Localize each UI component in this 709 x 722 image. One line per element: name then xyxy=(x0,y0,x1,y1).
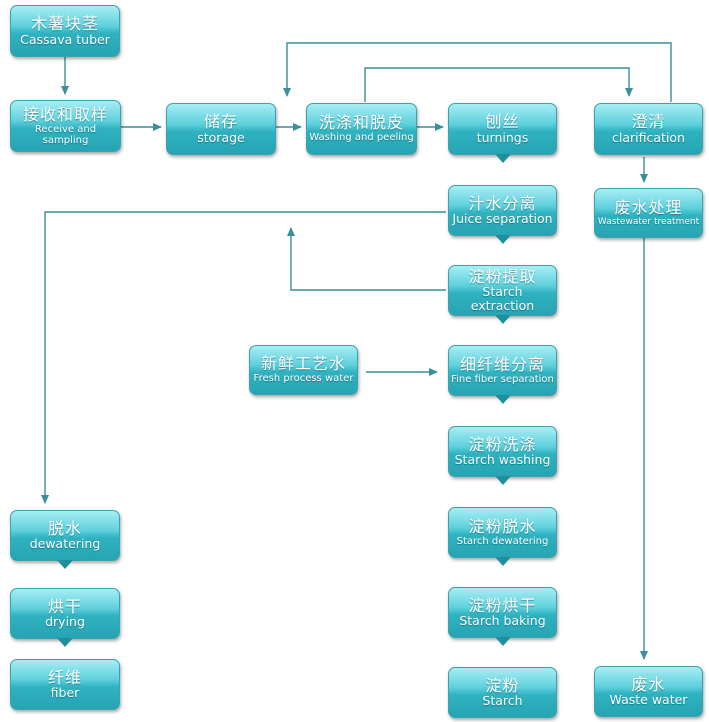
node-turnings: 刨丝 turnings xyxy=(448,103,557,163)
node-washing-and-peeling: 洗涤和脱皮 Washing and peeling xyxy=(306,103,417,155)
node-cassava-tuber: 木薯块茎 Cassava tuber xyxy=(10,5,120,57)
node-starch-baking: 淀粉烘干 Starch baking xyxy=(448,587,557,646)
node-label-zh: 接收和取样 xyxy=(22,104,108,124)
node-label-en: Fresh process water xyxy=(253,373,354,385)
node-fresh-process-water: 新鲜工艺水 Fresh process water xyxy=(249,345,358,395)
node-pointer xyxy=(57,560,73,569)
node-label-en: Starch washing xyxy=(454,452,551,468)
node-pointer xyxy=(494,395,511,404)
arrow-juice-to-dewatering xyxy=(41,211,446,504)
node-label-en: dewatering xyxy=(29,536,101,552)
node-drying: 烘干 drying xyxy=(10,588,120,647)
node-label-en: Starch dewatering xyxy=(456,535,549,547)
node-pointer xyxy=(494,235,511,244)
node-pointer xyxy=(57,638,73,647)
node-label-en: Washing and peeling xyxy=(309,132,414,144)
node-label-zh: 淀粉洗涤 xyxy=(468,434,537,454)
node-label-en: fiber xyxy=(50,685,80,701)
node-label-en: storage xyxy=(197,129,245,145)
node-label-zh: 淀粉脱水 xyxy=(468,516,537,536)
node-pointer xyxy=(494,476,511,485)
node-wastewater-treatment: 废水处理 Wastewater treatment xyxy=(594,188,703,238)
node-label-en: Starch xyxy=(482,693,523,709)
node-label-en: Receive and sampling xyxy=(34,123,97,146)
node-label-zh: 纤维 xyxy=(47,667,82,687)
node-label-zh: 澄清 xyxy=(631,112,666,132)
arrow-washing-to-clarification xyxy=(364,67,633,102)
node-label-en: Cassava tuber xyxy=(20,31,110,47)
node-starch-extraction: 淀粉提取 Starch extraction xyxy=(448,265,557,324)
arrow-clarification-recycle xyxy=(283,42,672,102)
node-label-zh: 淀粉 xyxy=(485,675,520,695)
node-label-zh: 新鲜工艺水 xyxy=(260,354,346,374)
node-label-en: Fine fiber separation xyxy=(451,373,554,385)
node-label-en: Starch extraction xyxy=(470,284,535,314)
node-receive-and-sampling: 接收和取样 Receive and sampling xyxy=(10,100,121,152)
node-label-zh: 淀粉烘干 xyxy=(468,595,537,615)
node-dewatering: 脱水 dewatering xyxy=(10,510,120,569)
node-label-en: clarification xyxy=(612,129,685,145)
node-label-zh: 细纤维分离 xyxy=(459,354,545,374)
node-starch: 淀粉 Starch xyxy=(448,667,557,718)
node-label-en: Waste water xyxy=(609,692,688,708)
node-clarification: 澄清 clarification xyxy=(594,103,703,155)
node-pointer xyxy=(494,315,511,324)
node-label-zh: 汁水分离 xyxy=(468,193,537,213)
node-label-zh: 废水 xyxy=(631,674,666,694)
node-label-zh: 储存 xyxy=(203,112,238,132)
node-starch-dewatering: 淀粉脱水 Starch dewatering xyxy=(448,507,557,566)
node-label-en: drying xyxy=(45,614,85,630)
node-label-zh: 洗涤和脱皮 xyxy=(318,113,404,133)
node-fine-fiber-separation: 细纤维分离 Fine fiber separation xyxy=(448,345,557,404)
node-starch-washing: 淀粉洗涤 Starch washing xyxy=(448,426,557,485)
node-label-zh: 淀粉提取 xyxy=(468,266,537,286)
node-label-zh: 废水处理 xyxy=(614,198,683,217)
node-label-zh: 刨丝 xyxy=(485,112,520,132)
node-pointer xyxy=(494,557,511,566)
node-storage: 储存 storage xyxy=(166,103,276,155)
node-label-en: turnings xyxy=(476,129,529,145)
node-label-en: Starch baking xyxy=(459,613,546,629)
node-label-en: Juice separation xyxy=(452,211,553,227)
arrow-extraction-recycle xyxy=(287,227,446,291)
node-juice-separation: 汁水分离 Juice separation xyxy=(448,185,557,244)
node-waste-water: 废水 Waste water xyxy=(594,666,703,717)
node-pointer xyxy=(494,154,511,163)
node-label-zh: 烘干 xyxy=(47,596,82,616)
node-label-zh: 脱水 xyxy=(47,518,82,538)
node-label-en: Wastewater treatment xyxy=(597,216,700,227)
node-label-zh: 木薯块茎 xyxy=(30,14,99,34)
node-fiber: 纤维 fiber xyxy=(10,659,120,710)
node-pointer xyxy=(494,637,511,646)
